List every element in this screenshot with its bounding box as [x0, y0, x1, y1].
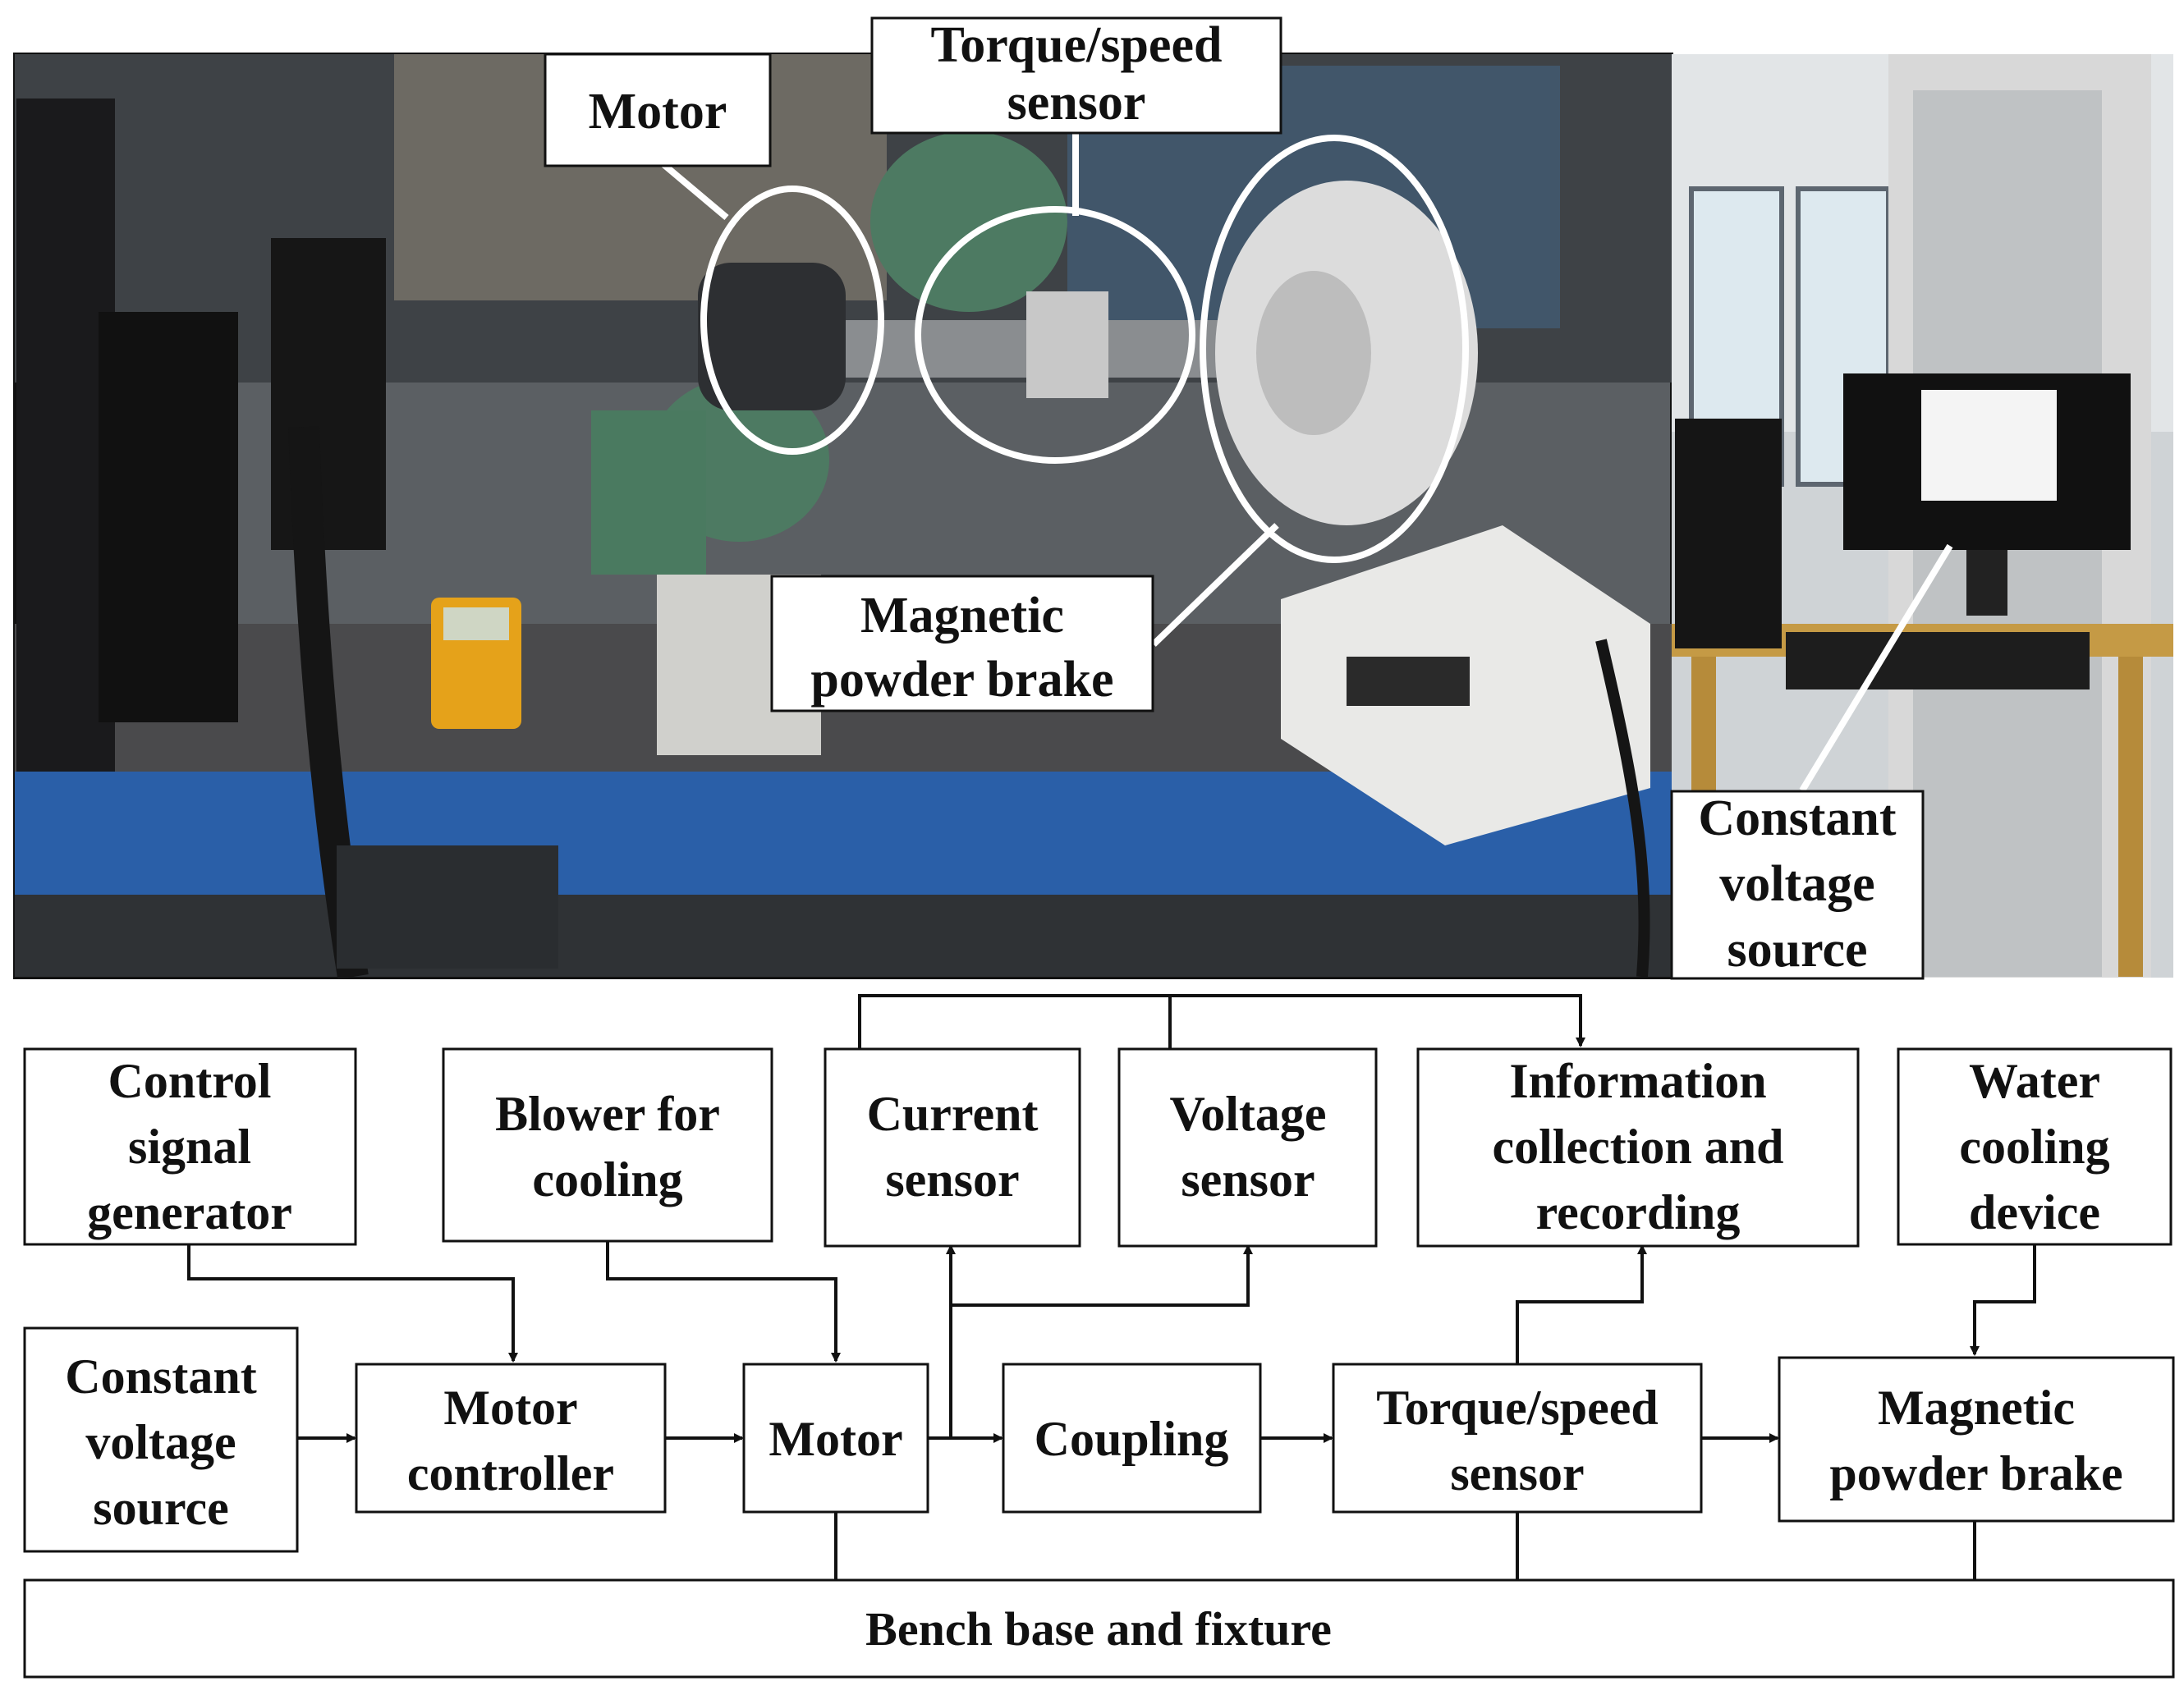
label-water-2: cooling — [1959, 1120, 2109, 1174]
label-bench-base: Bench base and fixture — [865, 1602, 1332, 1656]
block-constant-voltage-source — [23, 1326, 299, 1553]
label-voltage-2: sensor — [1181, 1152, 1315, 1207]
block-control-signal-generator — [23, 1047, 357, 1246]
label-blower-1: Blower for — [495, 1087, 720, 1141]
block-bench-base — [23, 1578, 2175, 1679]
label-current-2: sensor — [885, 1152, 1019, 1207]
motor-controller-photo — [99, 312, 238, 722]
callout-torque-line1: Torque/speed — [931, 17, 1223, 73]
label-cvs-1: Constant — [65, 1349, 256, 1404]
keyboard — [1786, 632, 2090, 689]
label-motor: Motor — [769, 1412, 902, 1466]
block-torque-speed-sensor — [1332, 1363, 1703, 1514]
label-mc-1: Motor — [443, 1381, 577, 1435]
pc-tower — [1675, 419, 1782, 648]
block-information-collection — [1416, 1047, 1860, 1248]
label-mpb-2: powder brake — [1829, 1446, 2122, 1500]
label-csg-2: signal — [128, 1120, 251, 1174]
label-mpb-1: Magnetic — [1878, 1381, 2075, 1435]
label-info-1: Information — [1509, 1054, 1766, 1108]
label-voltage-1: Voltage — [1169, 1087, 1326, 1141]
label-tss-1: Torque/speed — [1376, 1381, 1658, 1435]
callout-cvs-line1: Constant — [1698, 790, 1897, 846]
diagram-block-labels: Control signal generator Blower for cool… — [65, 1054, 2122, 1656]
label-current-1: Current — [867, 1087, 1039, 1141]
label-info-2: collection and — [1493, 1120, 1784, 1174]
callout-brake-line2: powder brake — [810, 652, 1113, 708]
diagram-connectors — [187, 994, 2036, 1580]
label-info-3: recording — [1536, 1185, 1741, 1239]
block-blower — [442, 1047, 773, 1243]
block-voltage-sensor — [1117, 1047, 1378, 1248]
block-coupling — [1002, 1363, 1262, 1514]
blower-photo — [870, 131, 1067, 312]
label-water-1: Water — [1969, 1054, 2100, 1108]
label-mc-2: controller — [407, 1446, 614, 1500]
callout-motor-label: Motor — [589, 84, 727, 140]
label-csg-1: Control — [108, 1054, 272, 1108]
label-blower-2: cooling — [532, 1152, 682, 1207]
callout-brake-line1: Magnetic — [860, 588, 1064, 644]
label-cvs-2: voltage — [85, 1415, 236, 1469]
photo-callout-torque-sensor: Torque/speed sensor — [870, 16, 1282, 135]
block-current-sensor — [824, 1047, 1081, 1248]
diagram-blocks — [23, 1047, 2175, 1679]
torque-sensor-photo — [1026, 291, 1108, 398]
label-water-3: device — [1969, 1185, 2100, 1239]
label-csg-3: generator — [87, 1185, 292, 1239]
photo-callout-brake: Magnetic powder brake — [770, 575, 1154, 712]
photo-callout-voltage-source: Constant voltage source — [1670, 790, 1925, 980]
label-coupling: Coupling — [1035, 1412, 1229, 1466]
callout-cvs-line2: voltage — [1719, 856, 1874, 912]
label-tss-2: sensor — [1450, 1446, 1584, 1500]
motor-photo — [698, 263, 846, 410]
block-water-cooling — [1897, 1047, 2173, 1246]
label-cvs-3: source — [93, 1481, 229, 1535]
photo-callout-motor: Motor — [544, 53, 772, 167]
block-motor-controller — [355, 1363, 667, 1514]
callout-torque-line2: sensor — [1007, 75, 1146, 131]
block-motor — [742, 1363, 929, 1514]
block-magnetic-powder-brake — [1778, 1356, 2175, 1523]
callout-cvs-line3: source — [1727, 922, 1867, 978]
